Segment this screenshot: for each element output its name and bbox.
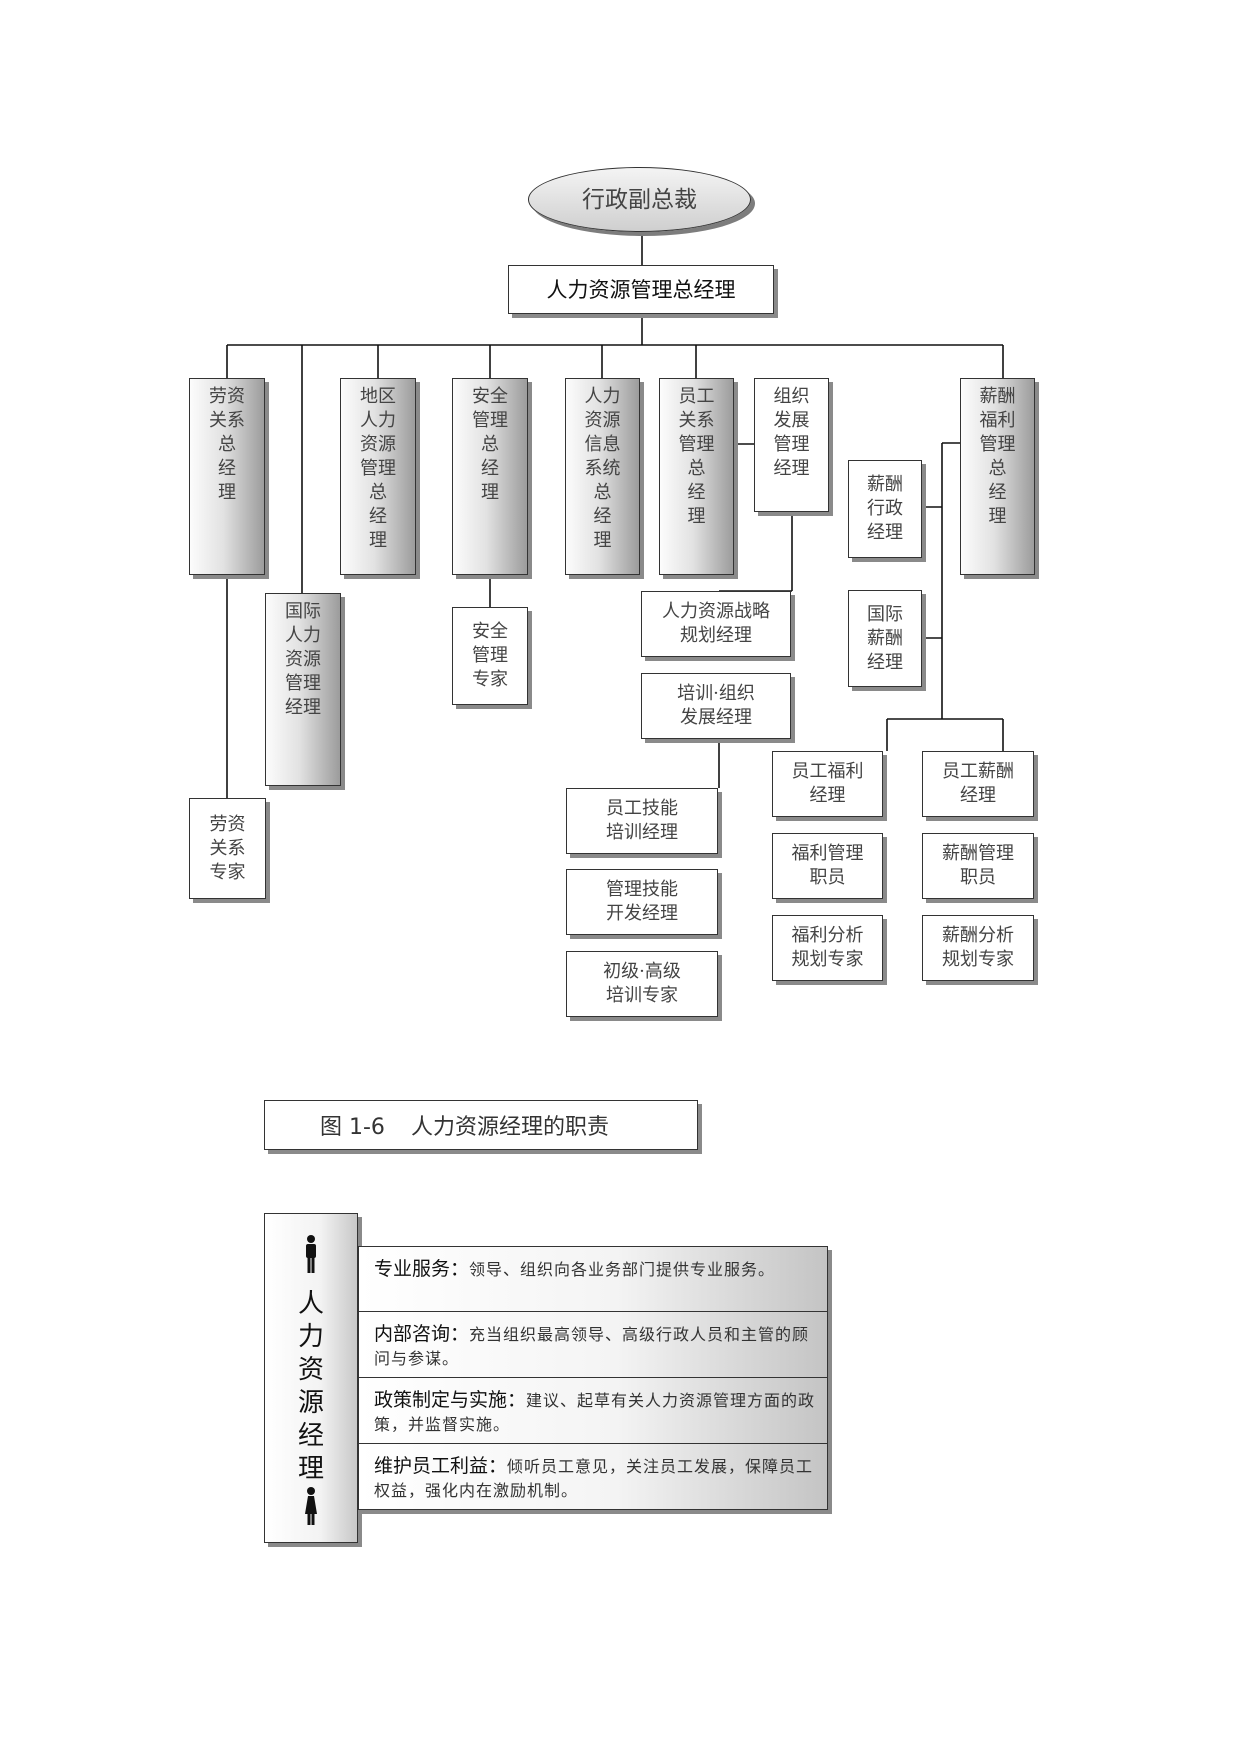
duties-list: 专业服务：领导、组织向各业务部门提供专业服务。 内部咨询：充当组织最高领导、高级…	[358, 1246, 828, 1510]
duty-item: 专业服务：领导、组织向各业务部门提供专业服务。	[358, 1246, 828, 1312]
figure-caption: 图 1-6 人力资源经理的职责	[264, 1100, 698, 1150]
duty-desc: 倾听员工意见，关注员工发展，保障员工权益，强化内在激励机制。	[374, 1457, 814, 1500]
hr-general-manager-label: 人力资源管理总经理	[546, 277, 736, 302]
benefits-manager-node: 员工福利 经理	[772, 751, 883, 817]
safety-expert-node: 安全 管理 专家	[452, 607, 528, 705]
intl-comp-manager-node: 国际 薪酬 经理	[848, 590, 922, 687]
intl-hr-manager-label: 国际 人力 资源 管理 经理	[285, 601, 321, 718]
figure-title: 人力资源经理的职责	[410, 1115, 609, 1140]
duty-term: 政策制定与实施：	[374, 1389, 527, 1411]
person-icon	[306, 1235, 316, 1273]
person-icon	[305, 1487, 317, 1525]
comp-admin-manager-node: 薪酬 行政 经理	[848, 460, 922, 558]
hris-gm-node: 人力 资源 信息 系统 总 经 理	[565, 378, 640, 575]
salary-manager-node: 员工薪酬 经理	[922, 751, 1034, 817]
safety-expert-label: 安全 管理 专家	[472, 621, 508, 690]
executive-vp-label: 行政副总裁	[582, 186, 697, 213]
training-org-manager-node: 培训·组织 发展经理	[641, 673, 791, 739]
salary-analyst-node: 薪酬分析 规划专家	[922, 915, 1034, 981]
duty-desc: 领导、组织向各业务部门提供专业服务。	[469, 1260, 776, 1279]
hr-strategy-manager-label: 人力资源战略 规划经理	[662, 601, 770, 646]
employee-relations-gm-node: 员工 关系 管理 总 经 理	[659, 378, 734, 575]
comp-admin-manager-label: 薪酬 行政 经理	[867, 474, 903, 543]
mgmt-skills-manager-node: 管理技能 开发经理	[566, 869, 718, 935]
salary-manager-label: 员工薪酬 经理	[942, 761, 1014, 806]
duty-term: 专业服务：	[374, 1258, 470, 1280]
duty-item: 政策制定与实施：建议、起草有关人力资源管理方面的政策，并监督实施。	[358, 1378, 828, 1444]
regional-hr-gm-label: 地区 人力 资源 管理 总 经 理	[360, 386, 396, 551]
safety-gm-node: 安全 管理 总 经 理	[452, 378, 528, 575]
hr-strategy-manager-node: 人力资源战略 规划经理	[641, 591, 791, 657]
salary-staff-node: 薪酬管理 职员	[922, 833, 1034, 899]
org-dev-manager-label: 组织 发展 管理 经理	[773, 386, 810, 479]
org-dev-manager-node: 组织 发展 管理 经理	[754, 378, 829, 512]
duty-term: 内部咨询：	[374, 1323, 470, 1345]
hris-gm-label: 人力 资源 信息 系统 总 经 理	[584, 386, 621, 551]
figure-number: 图 1-6	[320, 1115, 385, 1140]
duty-desc: 建议、起草有关人力资源管理方面的政策，并监督实施。	[374, 1391, 816, 1434]
labor-relations-expert-label: 劳资 关系 专家	[209, 813, 246, 883]
hr-manager-role-panel: 人力资源经理	[264, 1213, 358, 1543]
mgmt-skills-manager-label: 管理技能 开发经理	[606, 879, 678, 924]
role-title: 人力资源经理	[297, 1289, 324, 1484]
safety-gm-label: 安全 管理 总 经 理	[472, 386, 508, 503]
duty-item: 内部咨询：充当组织最高领导、高级行政人员和主管的顾问与参谋。	[358, 1312, 828, 1378]
benefits-manager-label: 员工福利 经理	[791, 761, 864, 806]
benefits-analyst-node: 福利分析 规划专家	[772, 915, 883, 981]
training-expert-node: 初级·高级 培训专家	[566, 951, 718, 1017]
comp-benefits-gm-label: 薪酬 福利 管理 总 经 理	[979, 386, 1016, 527]
skills-training-manager-node: 员工技能 培训经理	[566, 788, 718, 854]
labor-relations-gm-node: 劳资 关系 总 经 理	[189, 378, 265, 575]
duty-desc: 充当组织最高领导、高级行政人员和主管的顾问与参谋。	[374, 1325, 810, 1368]
salary-analyst-label: 薪酬分析 规划专家	[942, 925, 1014, 970]
salary-staff-label: 薪酬管理 职员	[942, 843, 1014, 888]
labor-relations-expert-node: 劳资 关系 专家	[189, 798, 266, 899]
employee-relations-gm-label: 员工 关系 管理 总 经 理	[678, 386, 715, 527]
intl-hr-manager-node: 国际 人力 资源 管理 经理	[265, 593, 341, 786]
labor-relations-gm-label: 劳资 关系 总 经 理	[209, 386, 245, 503]
comp-benefits-gm-node: 薪酬 福利 管理 总 经 理	[960, 378, 1035, 575]
benefits-staff-node: 福利管理 职员	[772, 833, 883, 899]
skills-training-manager-label: 员工技能 培训经理	[606, 798, 678, 843]
benefits-analyst-label: 福利分析 规划专家	[791, 925, 864, 970]
benefits-staff-label: 福利管理 职员	[791, 843, 864, 888]
executive-vp-node: 行政副总裁	[528, 167, 751, 232]
duty-item: 维护员工利益：倾听员工意见，关注员工发展，保障员工权益，强化内在激励机制。	[358, 1444, 828, 1510]
duty-term: 维护员工利益：	[374, 1455, 508, 1477]
training-org-manager-label: 培训·组织 发展经理	[677, 683, 755, 728]
regional-hr-gm-node: 地区 人力 资源 管理 总 经 理	[340, 378, 416, 575]
hr-general-manager-node: 人力资源管理总经理	[508, 265, 774, 314]
training-expert-label: 初级·高级 培训专家	[603, 961, 681, 1006]
intl-comp-manager-label: 国际 薪酬 经理	[867, 603, 903, 673]
